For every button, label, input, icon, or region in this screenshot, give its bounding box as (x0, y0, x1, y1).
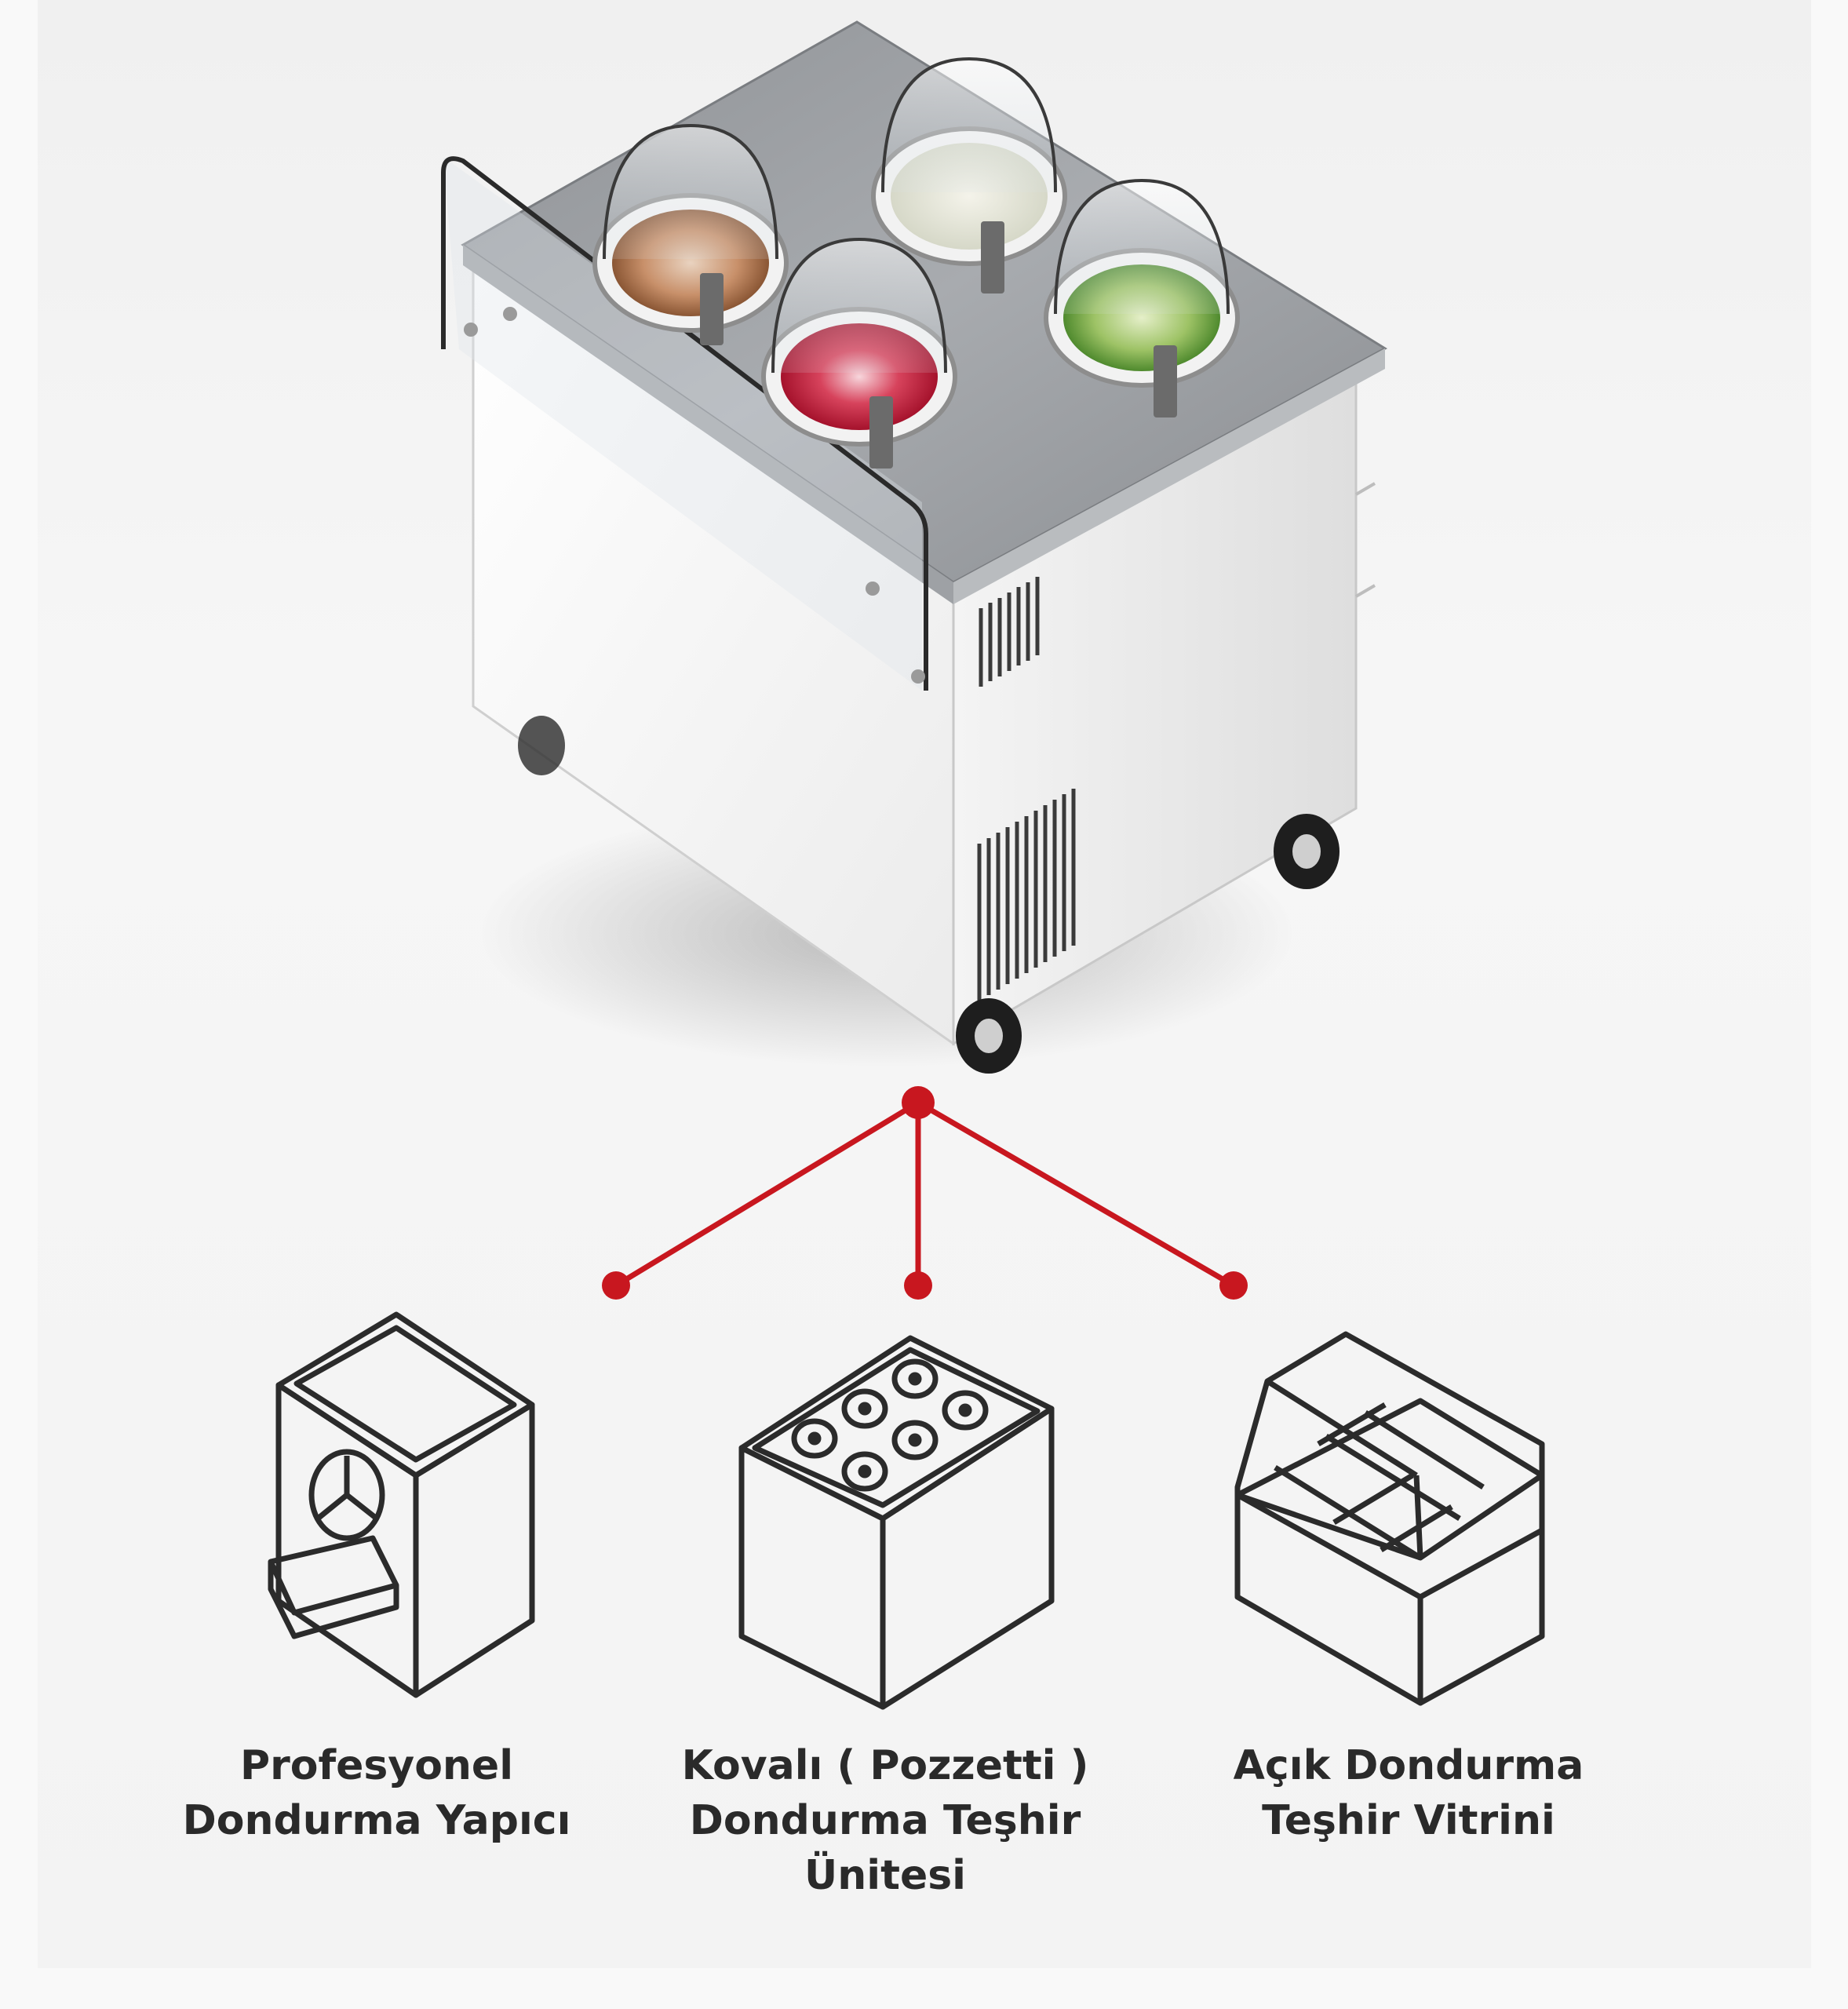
display-case-icon (1234, 1331, 1545, 1706)
label-line: Kovalı ( Pozzetti ) (681, 1742, 1089, 1789)
connector-end-dot-left (602, 1271, 630, 1300)
caster-wheels (518, 716, 1340, 1074)
connector-end-dot-center (904, 1271, 932, 1300)
connector-end-dot-right (1219, 1271, 1248, 1300)
top-edge-side (953, 348, 1385, 604)
tub-strawberry (761, 237, 957, 469)
label-line: Dondurma Yapıcı (182, 1797, 571, 1844)
label-pozzetti-unit: Kovalı ( Pozzetti ) Dondurma Teşhir Ünit… (611, 1738, 1160, 1903)
label-line: Açık Dondurma (1233, 1742, 1584, 1789)
tub-chocolate (592, 123, 789, 345)
connector-left (614, 1100, 920, 1288)
pozzetti-unit-icon (738, 1335, 1055, 1710)
label-line: Profesyonel (239, 1742, 514, 1789)
vent-lower (977, 789, 1076, 1001)
label-gelato-machine: Profesyonel Dondurma Yapıcı (102, 1738, 651, 1848)
tub-vanilla (871, 57, 1067, 294)
label-line: Dondurma Teşhir Ünitesi (689, 1797, 1081, 1899)
gelato-machine-icon (268, 1311, 535, 1698)
connector-tree (614, 1099, 1235, 1289)
tub-pistachio (1044, 178, 1240, 417)
label-line: Teşhir Vitrini (1262, 1797, 1555, 1844)
label-display-case: Açık Dondurma Teşhir Vitrini (1134, 1738, 1683, 1848)
connector-right (917, 1099, 1235, 1289)
vent-upper (979, 577, 1040, 687)
connector-hub-dot (902, 1086, 935, 1119)
top-edge-front (463, 245, 953, 604)
